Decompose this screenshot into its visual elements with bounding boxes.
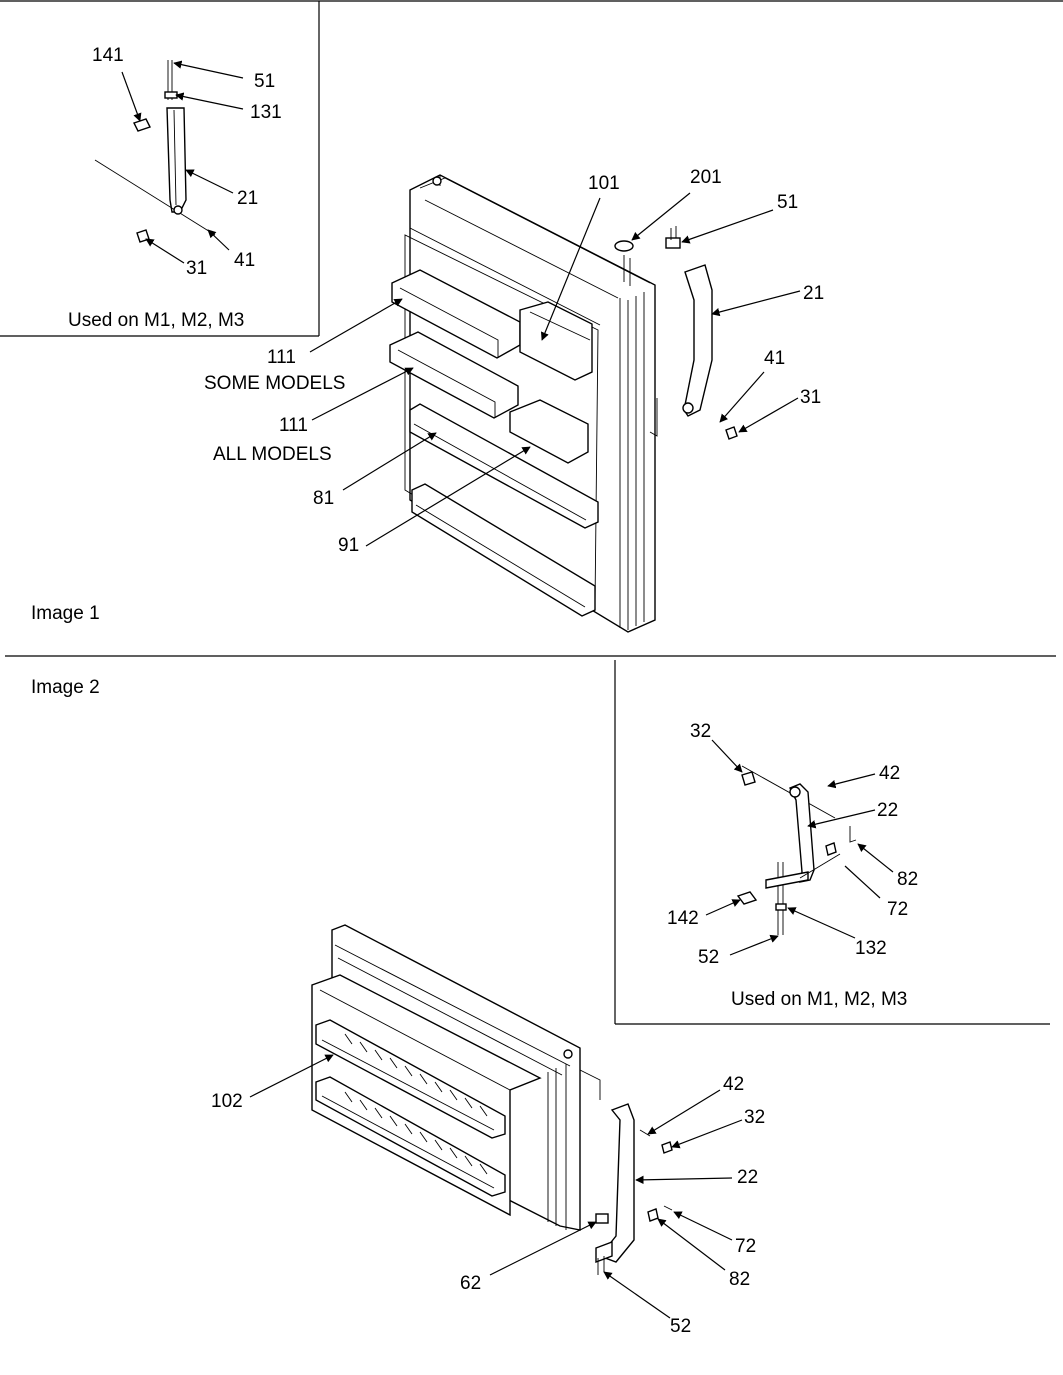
- note-some-models: SOME MODELS: [204, 373, 345, 394]
- label-141: 141: [92, 45, 124, 66]
- label-41: 41: [764, 348, 785, 369]
- image1-door: [389, 174, 738, 633]
- note-all-models: ALL MODELS: [213, 444, 332, 465]
- label-81: 81: [313, 488, 334, 509]
- label-52: 52: [670, 1316, 691, 1337]
- label-51: 51: [777, 192, 798, 213]
- label-102: 102: [211, 1091, 243, 1112]
- label-111-some: 111: [267, 347, 296, 368]
- frame-lines: [0, 0, 1063, 1025]
- label-21: 21: [237, 188, 258, 209]
- label-32: 32: [744, 1107, 765, 1128]
- label-132: 132: [855, 938, 887, 959]
- label-31: 31: [800, 387, 821, 408]
- image2-caption: Image 2: [31, 677, 100, 698]
- label-22: 22: [737, 1167, 758, 1188]
- inset-caption-2: Used on M1, M2, M3: [731, 989, 907, 1010]
- image2-inset-hinge: [736, 765, 857, 935]
- label-72: 72: [735, 1236, 756, 1257]
- image1-inset-leaders: [121, 60, 244, 264]
- label-31: 31: [186, 258, 207, 279]
- label-62: 62: [460, 1273, 481, 1294]
- label-42: 42: [879, 763, 900, 784]
- image2-inset-labels: 32 42 22 82 72 142 132 52 Used on M1, M2…: [667, 721, 918, 1010]
- label-42: 42: [723, 1074, 744, 1095]
- label-51: 51: [254, 71, 275, 92]
- label-101: 101: [588, 173, 620, 194]
- label-131: 131: [250, 102, 282, 123]
- label-82: 82: [897, 869, 918, 890]
- label-82: 82: [729, 1269, 750, 1290]
- inset-caption: Used on M1, M2, M3: [68, 310, 244, 331]
- image1-caption: Image 1: [31, 603, 100, 624]
- image2-inset-leaders: [705, 739, 894, 956]
- label-111-all: 111: [279, 415, 308, 436]
- label-22: 22: [877, 800, 898, 821]
- image2-leaders: [249, 1054, 743, 1319]
- label-32: 32: [690, 721, 711, 742]
- image1-labels: 101 201 51 21 41 31 111 SOME MODELS 111 …: [31, 167, 824, 624]
- image2-labels: 102 42 32 22 72 82 62 52: [211, 1074, 765, 1337]
- label-52: 52: [698, 947, 719, 968]
- image1-inset-hinge: [94, 60, 216, 243]
- image1-leaders: [309, 192, 801, 547]
- label-21: 21: [803, 283, 824, 304]
- image1-inset-labels: 141 51 131 21 41 31 Used on M1, M2, M3: [68, 45, 282, 331]
- label-91: 91: [338, 535, 359, 556]
- label-41: 41: [234, 250, 255, 271]
- label-72: 72: [887, 899, 908, 920]
- image2-door: [311, 924, 673, 1275]
- label-142: 142: [667, 908, 699, 929]
- label-201: 201: [690, 167, 722, 188]
